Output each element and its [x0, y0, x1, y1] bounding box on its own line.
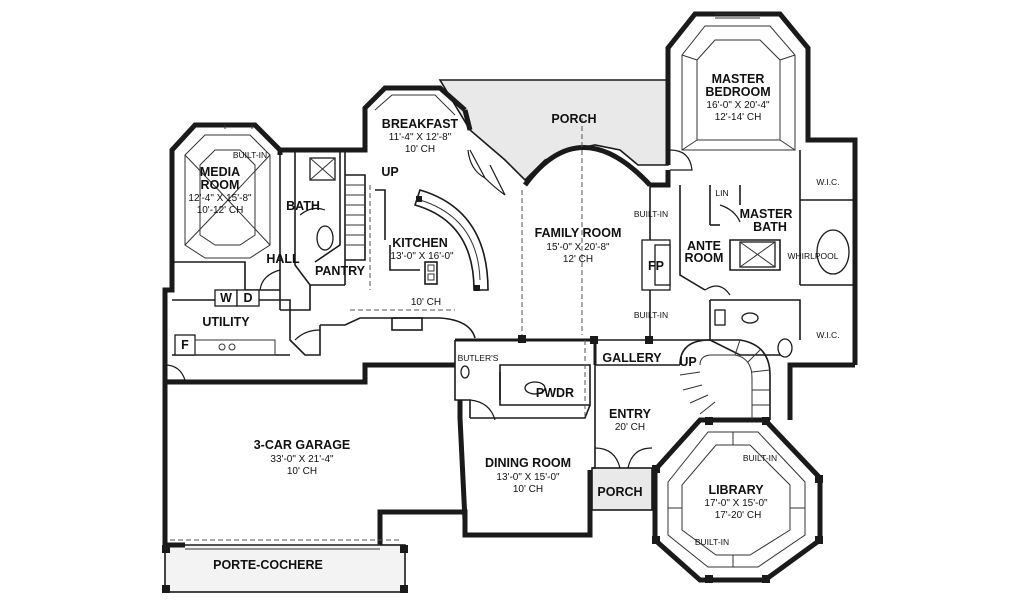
garage-name: 3-CAR GARAGE	[254, 438, 351, 452]
linen-label: LIN	[715, 188, 728, 198]
entry-ceiling: 20' CH	[615, 422, 645, 433]
hall-name: HALL	[266, 252, 300, 266]
front-porch-name: PORCH	[597, 485, 642, 499]
breakfast-dims: 11'-4" X 12'-8"	[389, 132, 452, 143]
wic-upper-label: W.I.C.	[816, 177, 839, 187]
whirlpool-label: WHIRLPOOL	[787, 251, 838, 261]
interior-walls	[172, 150, 855, 471]
dining-room-ceiling: 10' CH	[513, 484, 543, 495]
kitchen-dims: 13'-0" X 16'-0"	[390, 251, 454, 262]
kitchen-name: KITCHEN	[392, 236, 448, 250]
ante-room-name-2: ROOM	[685, 251, 724, 265]
media-room-ceiling: 10'-12' CH	[197, 205, 244, 216]
family-built-in-bottom: BUILT-IN	[634, 310, 668, 320]
family-room-name: FAMILY ROOM	[535, 226, 622, 240]
rear-porch-name: PORCH	[551, 112, 596, 126]
rear-porch	[438, 79, 669, 182]
media-room-dims: 12'-4" X 15'-8"	[188, 193, 252, 204]
butlers-name: BUTLER'S	[458, 353, 499, 363]
kitchen-center-island	[424, 261, 438, 285]
family-room-dims: 15'-0" X 20'-8"	[546, 242, 610, 253]
master-bedroom-dims: 16'-0" X 20'-4"	[706, 100, 770, 111]
breakfast-bay	[374, 94, 456, 116]
media-room-name-1: MEDIA	[200, 165, 240, 179]
kitchen-stair	[345, 174, 386, 261]
library-name: LIBRARY	[708, 483, 764, 497]
library-ceiling	[667, 431, 806, 568]
ante-room-name-1: ANTE	[687, 239, 721, 253]
pantry-name: PANTRY	[315, 264, 366, 278]
library-built-in-top: BUILT-IN	[743, 453, 777, 463]
dryer-label: D	[243, 291, 252, 305]
master-bath-name-2: BATH	[753, 220, 787, 234]
columns	[162, 335, 823, 593]
fireplace	[641, 239, 671, 291]
library-ceiling: 17'-20' CH	[715, 510, 762, 521]
master-bedroom-name-1: MASTER	[712, 72, 765, 86]
windows	[185, 13, 760, 550]
garage-ceiling: 10' CH	[287, 466, 317, 477]
porte-cochere-area	[164, 544, 406, 593]
breakfast-ceiling: 10' CH	[405, 144, 435, 155]
media-room-name-2: ROOM	[201, 178, 240, 192]
pwdr-name: PWDR	[536, 386, 574, 400]
master-bedroom-ceiling: 12'-14' CH	[715, 112, 762, 123]
dining-room-name: DINING ROOM	[485, 456, 571, 470]
freezer-label: F	[181, 338, 189, 352]
master-bedroom-name-2: BEDROOM	[705, 85, 770, 99]
utility-name: UTILITY	[202, 315, 250, 329]
kitchen-counter	[389, 245, 423, 331]
garage-dims: 33'-0" X 21'-4"	[270, 454, 334, 465]
ceiling-lines	[170, 118, 586, 541]
master-bedroom-ceiling	[681, 25, 796, 151]
main-staircase	[679, 339, 771, 420]
gallery-name: GALLERY	[602, 351, 662, 365]
porte-cochere-name: PORTE-COCHERE	[213, 558, 323, 572]
master-bath-name-1: MASTER	[740, 207, 793, 221]
stair-up-label: UP	[679, 355, 696, 369]
media-room-ceiling	[184, 134, 271, 259]
library-built-in-bottom: BUILT-IN	[695, 537, 729, 547]
kitchen-ceiling: 10' CH	[411, 297, 441, 308]
library-dims: 17'-0" X 15'-0"	[704, 498, 768, 509]
bath-name: BATH	[286, 199, 320, 213]
washer-label: W	[220, 291, 232, 305]
kitchen-island	[413, 189, 489, 291]
media-built-in-label: BUILT-IN	[233, 150, 267, 160]
bath-fixtures	[309, 157, 850, 395]
door-swings	[164, 149, 741, 469]
fireplace-label: FP	[648, 259, 664, 273]
dining-room-dims: 13'-0" X 15'-0"	[496, 472, 560, 483]
breakfast-name: BREAKFAST	[382, 117, 459, 131]
wic-lower-label: W.I.C.	[816, 330, 839, 340]
family-room-ceiling: 12' CH	[563, 254, 593, 265]
utility-fixtures	[174, 289, 276, 356]
entry-name: ENTRY	[609, 407, 652, 421]
kitchen-stair-up-label: UP	[381, 165, 398, 179]
family-built-in-top: BUILT-IN	[634, 209, 668, 219]
